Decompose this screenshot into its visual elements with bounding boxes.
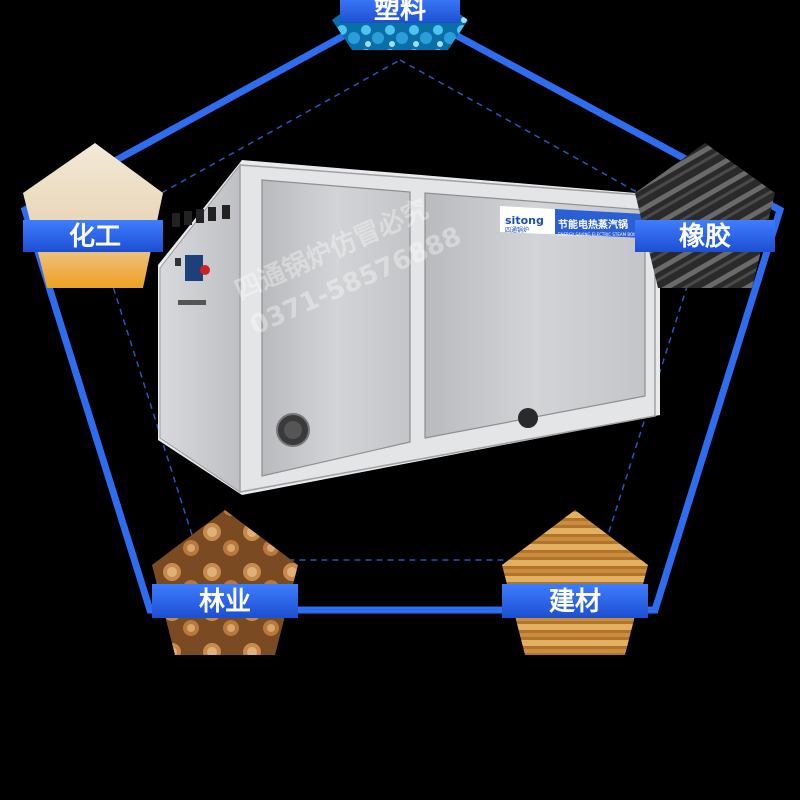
product-label-plate: sitong 节能电热蒸汽锅 四通锅炉 ENERGY SAVING ELECTR… — [500, 206, 645, 238]
badge-label-forestry: 林业 — [199, 587, 251, 617]
badge-rubber: 橡胶 — [635, 143, 775, 288]
badge-building: 建材 — [502, 510, 648, 655]
badge-chemical: 化工 — [23, 143, 163, 288]
badge-label-plastics: 塑料 — [374, 0, 426, 25]
brand-cn: 四通锅炉 — [505, 226, 529, 234]
badge-plastics: 塑料 — [332, 0, 468, 50]
boiler-image: sitong 节能电热蒸汽锅 四通锅炉 ENERGY SAVING ELECTR… — [158, 160, 660, 495]
badge-label-rubber: 橡胶 — [679, 221, 731, 252]
control-panel — [172, 205, 230, 305]
badge-label-chemical: 化工 — [69, 222, 121, 252]
brand-logo: sitong — [505, 214, 544, 227]
badge-forestry: 林业 — [152, 510, 298, 655]
product-subtitle: ENERGY SAVING ELECTRIC STEAM BOILER — [558, 232, 642, 237]
product-title: 节能电热蒸汽锅 — [558, 218, 628, 231]
badge-label-building: 建材 — [549, 587, 601, 617]
